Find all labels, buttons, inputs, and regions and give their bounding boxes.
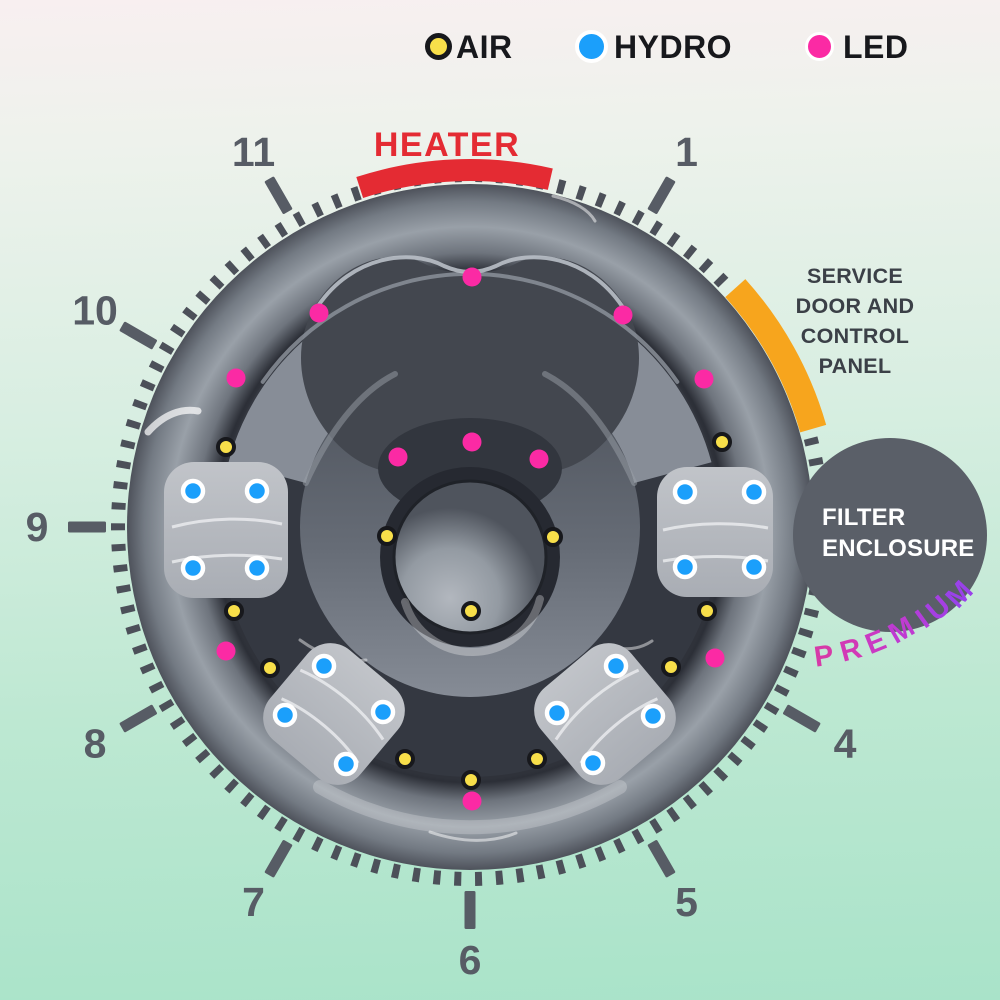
service-door-label: SERVICE DOOR AND CONTROL PANEL <box>770 261 940 381</box>
air-jet-dot <box>461 601 481 621</box>
clock-tick-1 <box>647 176 676 214</box>
led-legend-dot <box>805 32 834 61</box>
clock-tick-10 <box>119 321 157 350</box>
service-door-line: PANEL <box>818 354 892 378</box>
hydro-jet-dot <box>244 555 270 581</box>
service-door-line: DOOR AND <box>795 294 915 318</box>
led-light-dot <box>216 641 236 661</box>
service-door-arc <box>725 279 827 433</box>
filter-enclosure-circle <box>793 438 987 632</box>
hydro-jet-dot <box>333 751 359 777</box>
hydro-jet-dot <box>741 479 767 505</box>
clock-number-6: 6 <box>459 937 482 983</box>
led-light-dot <box>529 449 549 469</box>
led-light-dot <box>694 369 714 389</box>
air-jet-dot <box>461 770 481 790</box>
air-jet-dot <box>543 527 563 547</box>
led-light-dot <box>388 447 408 467</box>
hydro-legend-dot <box>575 30 608 63</box>
clock-tick-5 <box>647 840 676 878</box>
heater-label: HEATER <box>373 126 521 164</box>
clock-number-1: 1 <box>675 129 698 175</box>
air-jet-dot <box>697 601 717 621</box>
clock-positions: 1 4 5 6 7 8 9 10 11 <box>26 129 857 983</box>
clock-number-9: 9 <box>26 504 49 550</box>
seat-pad-left <box>164 462 288 598</box>
air-legend-label: AIR <box>456 29 513 65</box>
air-jet-dot <box>661 657 681 677</box>
led-light-dot <box>226 368 246 388</box>
air-jet-dot <box>224 601 244 621</box>
filter-enclosure-line: ENCLOSURE <box>822 535 975 562</box>
clock-number-10: 10 <box>72 288 118 334</box>
jet-dots <box>180 267 767 811</box>
led-legend-label: LED <box>843 29 909 65</box>
led-light-dot <box>705 648 725 668</box>
led-light-dot <box>462 432 482 452</box>
filter-enclosure-line: FILTER <box>822 504 906 531</box>
hydro-jet-dot <box>180 555 206 581</box>
hydro-jet-dot <box>544 700 570 726</box>
clock-tick-8 <box>119 704 157 733</box>
heater-arc <box>356 159 553 198</box>
service-door-line: SERVICE <box>806 264 904 288</box>
hydro-legend-label: HYDRO <box>614 29 733 65</box>
hydro-jet-dot <box>272 702 298 728</box>
clock-tick-6 <box>464 891 476 929</box>
led-light-dot <box>309 303 329 323</box>
clock-number-11: 11 <box>232 129 275 175</box>
hydro-jet-dot <box>580 750 606 776</box>
hydro-jet-dot <box>244 478 270 504</box>
air-jet-dot <box>527 749 547 769</box>
air-jet-dot <box>395 749 415 769</box>
air-jet-dot <box>216 437 236 457</box>
clock-tick-4 <box>783 704 821 733</box>
air-jet-dot <box>712 432 732 452</box>
led-light-dot <box>613 305 633 325</box>
service-door-line: CONTROL <box>800 324 910 348</box>
air-jet-dot <box>377 526 397 546</box>
hydro-jet-dot <box>180 478 206 504</box>
air-legend-dot <box>425 33 452 60</box>
clock-number-4: 4 <box>834 721 857 767</box>
clock-tick-11 <box>264 176 293 214</box>
hydro-jet-dot <box>672 479 698 505</box>
hydro-jet-dot <box>311 653 337 679</box>
filter-enclosure-label: FILTER ENCLOSURE <box>822 502 974 564</box>
clock-number-7: 7 <box>242 879 265 925</box>
air-jet-dot <box>260 658 280 678</box>
hydro-jet-dot <box>741 554 767 580</box>
led-light-dot <box>462 267 482 287</box>
hydro-jet-dot <box>672 554 698 580</box>
led-light-dot <box>462 791 482 811</box>
clock-number-8: 8 <box>84 721 107 767</box>
hydro-jet-dot <box>603 653 629 679</box>
hydro-jet-dot <box>640 703 666 729</box>
clock-tick-9 <box>68 521 106 533</box>
clock-number-5: 5 <box>675 879 698 925</box>
hydro-jet-dot <box>370 699 396 725</box>
clock-tick-7 <box>264 840 293 878</box>
